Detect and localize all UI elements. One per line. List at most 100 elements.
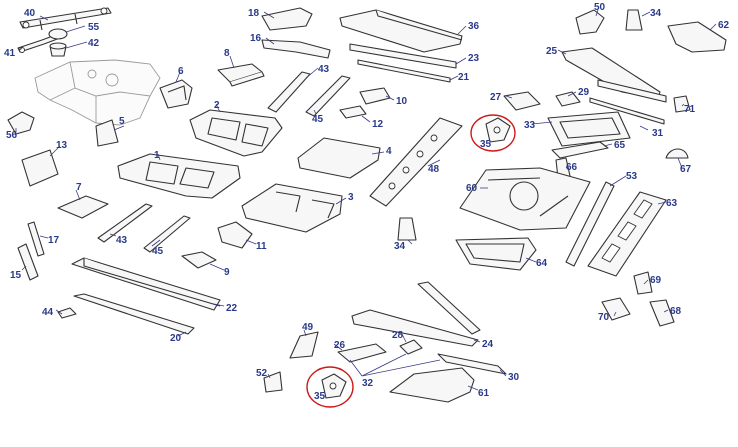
- label-11: 11: [256, 241, 267, 252]
- label-7: 7: [76, 182, 82, 193]
- part-34b-bumper: [397, 217, 417, 241]
- label-48: 48: [428, 164, 440, 175]
- part-2-floor-pan: [189, 109, 283, 157]
- label-27: 27: [490, 92, 502, 103]
- label-30: 30: [508, 372, 520, 383]
- label-71: 71: [684, 104, 696, 115]
- leader-lines: [15, 9, 717, 391]
- label-44: 44: [42, 307, 54, 318]
- label-62: 62: [718, 20, 730, 31]
- label-35-lower: 35: [314, 391, 326, 402]
- part-64-tray: [455, 237, 537, 271]
- label-53: 53: [626, 171, 638, 182]
- part-25-rail: [561, 47, 661, 99]
- label-17: 17: [48, 235, 60, 246]
- label-26: 26: [334, 340, 346, 351]
- part-5-cover: [95, 119, 119, 147]
- part-4-panel: [297, 137, 381, 179]
- label-70: 70: [598, 312, 610, 323]
- part-17-bar: [27, 221, 45, 257]
- part-56-clip: [7, 111, 35, 135]
- label-49: 49: [302, 322, 314, 333]
- highlight-circle-35-upper: [470, 114, 516, 152]
- label-34-lower: 34: [394, 241, 406, 252]
- label-45-lower: 45: [152, 246, 164, 257]
- label-41: 41: [4, 48, 16, 59]
- part-36-sill: [339, 9, 463, 53]
- highlight-circle-35-lower: [306, 366, 354, 408]
- label-66: 66: [566, 162, 578, 173]
- part-28-bracket: [399, 339, 423, 355]
- label-43-upper: 43: [318, 64, 330, 75]
- part-1-floor-pan: [117, 153, 241, 199]
- part-12-bracket: [339, 105, 367, 119]
- label-23: 23: [468, 53, 480, 64]
- part-45a-channel: [305, 75, 351, 117]
- label-68: 68: [670, 306, 682, 317]
- part-21-rail: [357, 59, 451, 83]
- label-42: 42: [88, 38, 100, 49]
- part-16-rail: [261, 39, 331, 59]
- label-5: 5: [119, 116, 125, 127]
- part-65-bracket: [551, 141, 609, 159]
- part-18-panel: [261, 7, 313, 31]
- label-52: 52: [256, 368, 268, 379]
- part-44-clip: [57, 307, 77, 319]
- part-55-42-caps: [48, 28, 68, 57]
- label-64: 64: [536, 258, 548, 269]
- label-2: 2: [214, 100, 220, 111]
- label-18: 18: [248, 8, 260, 19]
- part-63-crossmember: [587, 191, 667, 277]
- label-43-lower: 43: [116, 235, 128, 246]
- part-43b-channel: [97, 203, 153, 243]
- part-68-clip: [649, 299, 675, 327]
- part-69-bracket: [633, 271, 653, 295]
- part-61-panel: [389, 367, 475, 403]
- label-16: 16: [250, 33, 262, 44]
- part-9-bracket: [181, 251, 217, 269]
- label-8: 8: [224, 48, 230, 59]
- part-50-tab: [575, 9, 605, 35]
- label-25: 25: [546, 46, 558, 57]
- label-6: 6: [178, 66, 184, 77]
- label-20: 20: [170, 333, 182, 344]
- part-3-panel: [241, 183, 343, 233]
- part-35b-bracket: [321, 373, 347, 399]
- part-71-clip: [673, 95, 691, 113]
- label-69: 69: [650, 275, 662, 286]
- part-23-rail: [349, 43, 457, 69]
- label-29: 29: [578, 87, 590, 98]
- part-6-bracket: [159, 79, 193, 109]
- label-40: 40: [24, 8, 36, 19]
- part-49-bracket: [289, 331, 319, 359]
- part-27-bracket: [503, 91, 541, 111]
- part-11-bracket: [217, 221, 253, 249]
- label-3: 3: [348, 192, 354, 203]
- part-48-crossmember: [369, 117, 463, 207]
- label-67: 67: [680, 164, 692, 175]
- label-12: 12: [372, 119, 384, 130]
- part-30-rail: [437, 353, 507, 375]
- part-62-cover: [667, 21, 727, 53]
- part-26-bracket: [337, 343, 387, 363]
- label-56: 56: [6, 130, 18, 141]
- label-60: 60: [466, 183, 478, 194]
- label-15: 15: [10, 270, 22, 281]
- part-22-sill: [71, 257, 221, 311]
- part-35a-bracket: [485, 117, 511, 143]
- label-31: 31: [652, 128, 664, 139]
- label-4: 4: [386, 146, 392, 157]
- label-65: 65: [614, 140, 626, 151]
- part-52-clip: [263, 371, 283, 393]
- part-20-rail: [73, 293, 195, 335]
- part-45b-channel: [143, 215, 191, 253]
- label-10: 10: [396, 96, 408, 107]
- part-33-tray: [547, 111, 631, 147]
- part-29-bracket: [555, 91, 581, 107]
- part-43a-channel: [267, 71, 311, 113]
- label-28: 28: [392, 330, 404, 341]
- part-40-bracket-bar: [19, 7, 112, 31]
- label-33: 33: [524, 120, 536, 131]
